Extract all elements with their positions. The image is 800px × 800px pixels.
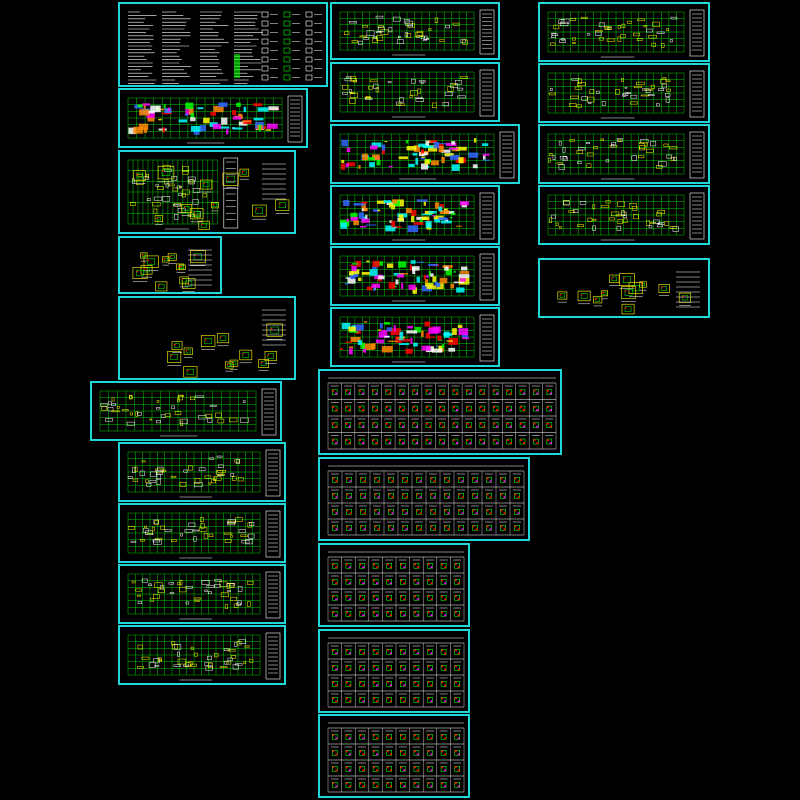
drawing-sheet-plan-right-2[interactable] <box>538 63 710 123</box>
drawing-sheet-plan-color-6[interactable] <box>330 307 500 367</box>
sheet-graphic-magenta-plan <box>127 95 303 144</box>
drawing-sheet-plan-color-3[interactable] <box>330 124 520 184</box>
drawing-sheet-plan-yellow-1[interactable] <box>330 2 500 60</box>
drawing-sheet-plan-right-4[interactable] <box>538 185 710 245</box>
sheet-graphic-schedule-4 <box>327 637 465 708</box>
sheet-graphic-plan-right-2 <box>547 70 705 119</box>
drawing-sheet-magenta-plan[interactable] <box>118 88 308 148</box>
sheet-graphic-plan-color-5 <box>339 253 495 302</box>
drawing-sheet-details-large[interactable] <box>118 296 296 380</box>
drawing-sheet-plan-white-1[interactable] <box>118 442 286 502</box>
sheet-graphic-schedule-2 <box>327 465 525 536</box>
sheet-graphic-plan-yellow-2 <box>339 69 495 118</box>
drawing-sheet-plan-red-legend[interactable] <box>90 381 282 441</box>
sheet-graphic-details-small <box>132 249 212 292</box>
sheet-graphic-plan-right-3 <box>547 131 705 180</box>
drawing-sheet-schedule-4[interactable] <box>318 629 470 713</box>
sheet-graphic-plan-right-4 <box>547 192 705 241</box>
sheet-graphic-plan-white-3 <box>127 571 281 620</box>
drawing-sheet-plan-with-details-1[interactable] <box>118 150 296 234</box>
sheet-graphic-schedule-3 <box>327 551 465 622</box>
drawing-sheet-details-small[interactable] <box>118 236 222 294</box>
drawing-sheet-plan-white-4[interactable] <box>118 625 286 685</box>
drawing-sheet-plan-right-1[interactable] <box>538 2 710 62</box>
drawing-sheet-notes-legend[interactable] <box>118 2 328 87</box>
drawing-sheet-plan-right-3[interactable] <box>538 124 710 184</box>
drawing-sheet-schedule-2[interactable] <box>318 457 530 541</box>
sheet-graphic-schedule-5 <box>327 722 465 793</box>
sheet-graphic-plan-color-3 <box>339 131 515 180</box>
drawing-sheet-schedule-5[interactable] <box>318 714 470 798</box>
sheet-graphic-plan-white-1 <box>127 449 281 498</box>
sheet-graphic-plan-white-2 <box>127 510 281 559</box>
drawing-sheet-schedule-1[interactable] <box>318 369 562 455</box>
drawing-sheet-plan-white-3[interactable] <box>118 564 286 624</box>
sheet-graphic-plan-red-legend <box>99 388 277 437</box>
sheet-graphic-details-right <box>557 271 700 315</box>
sheet-graphic-plan-yellow-1 <box>339 9 495 56</box>
sheet-graphic-plan-with-details-1 <box>127 157 290 230</box>
drawing-sheet-schedule-3[interactable] <box>318 543 470 627</box>
sheet-graphic-schedule-1 <box>327 377 557 450</box>
drawing-sheet-plan-white-2[interactable] <box>118 503 286 563</box>
sheet-graphic-notes-legend <box>128 11 322 84</box>
sheet-graphic-details-large <box>167 309 286 378</box>
drawing-sheet-details-right[interactable] <box>538 258 710 318</box>
drawing-sheet-plan-color-4[interactable] <box>330 185 500 245</box>
sheet-graphic-plan-white-4 <box>127 632 281 681</box>
sheet-graphic-plan-color-4 <box>339 192 495 241</box>
drawing-sheet-plan-color-5[interactable] <box>330 246 500 306</box>
drawing-sheet-plan-yellow-2[interactable] <box>330 62 500 122</box>
sheet-graphic-plan-right-1 <box>547 9 705 58</box>
sheet-graphic-plan-color-6 <box>339 314 495 363</box>
